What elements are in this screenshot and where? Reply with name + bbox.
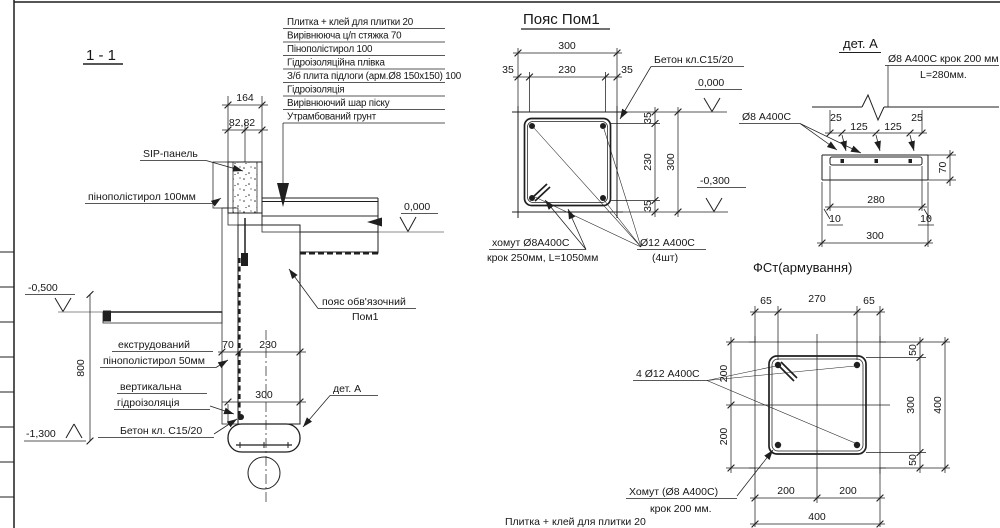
label-concrete-class: Бетон кл. С15/20: [120, 425, 202, 437]
dim-200-bottom-right: 200: [839, 485, 857, 497]
sip-width-dims: 164 82,82: [222, 92, 268, 162]
slab-layer: [299, 231, 379, 253]
layer-row: Утрамбований грунт: [287, 112, 377, 123]
dim-side-35-top: 35: [642, 112, 654, 124]
dim-400-right: 400: [932, 396, 944, 414]
label-tie-beam-line2: Пом1: [352, 311, 379, 323]
floor-insulation-layer: [261, 215, 379, 233]
section-callouts: SIP-панель пінополістирол 100мм екструдо…: [85, 148, 416, 438]
dim-25-right: 25: [911, 112, 923, 124]
dim-230: 230: [259, 339, 277, 351]
dim-82-82: 82,82: [229, 117, 255, 129]
anchor-bolt: [241, 253, 248, 266]
blind-area: [102, 310, 223, 324]
layers-pointer-arrow-icon: [277, 183, 289, 207]
dim-10-right: 10: [920, 213, 932, 225]
label-xps-line1: екструдований: [118, 339, 190, 351]
label-xps-line2: пінополістирол 50мм: [103, 355, 205, 367]
dim-50-top: 50: [907, 344, 919, 356]
dim-65-left: 65: [760, 295, 772, 307]
cut-callout-tile: Плитка + клей для плитки 20: [505, 516, 646, 528]
screed-layer: [261, 201, 379, 217]
label-vwp-line2: гідроізоляція: [117, 397, 179, 409]
dim-70: 70: [222, 339, 234, 351]
label-foam100: пінополістирол 100мм: [88, 191, 196, 203]
xps-insulation-strip: [221, 207, 239, 425]
dim-10-left: 10: [829, 213, 841, 225]
dim-side-230: 230: [642, 153, 654, 171]
floor-layers-list: Плитка + клей для плитки 20 Вирівнююча ц…: [277, 17, 462, 207]
dim-400-bottom: 400: [808, 511, 826, 523]
detail-a-label-bar: Ø8 А400С: [742, 111, 791, 123]
mesh-plate: [829, 156, 923, 166]
beam-section: Пояс Пом1 300 35 230 35: [487, 11, 746, 264]
level-marks: 0,000 -0,500 -1,300: [24, 201, 444, 442]
dim-70: 70: [937, 162, 949, 174]
beam-label-stirrup-line2: крок 250мм, L=1050мм: [487, 252, 598, 264]
dim-270: 270: [808, 293, 826, 305]
layer-row: Плитка + клей для плитки 20: [287, 17, 414, 28]
dim-230-top: 230: [558, 64, 576, 76]
dim-800: 800: [75, 359, 87, 377]
beam-label-bars-count: (4шт): [652, 252, 678, 264]
label-tie-beam-line1: пояс обв'язочний: [322, 296, 406, 308]
dim-top-300: 300: [558, 40, 576, 52]
dim-300: 300: [866, 230, 884, 242]
layer-row: Гідроізоляція: [287, 85, 344, 96]
footing: [227, 423, 301, 490]
beam-label-concrete: Бетон кл.С15/20: [654, 54, 733, 66]
dim-25-left: 25: [830, 112, 842, 124]
fst-label-stirrup-line1: Хомут (Ø8 А400С): [629, 486, 718, 498]
pile-circle: [247, 456, 281, 490]
layer-row: З/б плита підлоги (арм.Ø8 150х150) 100: [287, 71, 462, 82]
detail-a-title: дет. А: [843, 36, 878, 51]
wall-assembly: [212, 161, 301, 505]
layer-row: Пінополістирол 100: [287, 44, 373, 55]
section-1-1: 1 - 1 Плитка + клей для плитки 20 Вирівн…: [24, 17, 462, 505]
dim-50-bottom: 50: [907, 454, 919, 466]
layer-row: Вирівнююча ц/п стяжка 70: [287, 31, 402, 42]
level-minus-1300: -1,300: [26, 428, 56, 440]
foundation-dims: 70 230 300 800: [75, 290, 306, 445]
dim-164: 164: [236, 92, 254, 104]
beam-label-stirrup-line1: хомут Ø8А400С: [492, 237, 570, 249]
dim-200-left-bottom: 200: [718, 428, 730, 446]
fst-label-stirrup-line2: крок 200 мм.: [650, 503, 712, 515]
dim-35-right: 35: [621, 64, 633, 76]
fst-section: ФСт(армування) 65 270 65 200 200: [626, 260, 950, 528]
detail-a-label-bar-length: L=280мм.: [920, 69, 967, 81]
section-title: 1 - 1: [86, 47, 116, 64]
dim-65-right: 65: [863, 295, 875, 307]
dim-side-35-bottom: 35: [642, 200, 654, 212]
detail-a: дет. А Ø8 А400С крок 200 мм L=280мм. 25 …: [739, 36, 999, 247]
dim-300: 300: [255, 389, 273, 401]
level-minus-500: -0,500: [28, 282, 58, 294]
facade-insulation: [212, 161, 229, 209]
dim-125-left: 125: [850, 121, 868, 133]
dim-200-left-top: 200: [718, 365, 730, 383]
dim-125-right: 125: [884, 121, 902, 133]
detail-a-label-bar-spacing: Ø8 А400С крок 200 мм: [888, 53, 999, 65]
level-zero: 0,000: [404, 201, 430, 213]
label-sip-panel: SIP-панель: [143, 148, 198, 160]
beam-level-minus-300: -0,300: [700, 175, 730, 187]
dim-200-bottom-left: 200: [777, 485, 795, 497]
layer-row: Вирівнюючий шар піску: [287, 98, 390, 109]
layer-pointer-icon: [367, 217, 382, 227]
beam-level-zero: 0,000: [698, 77, 724, 89]
dim-300-right: 300: [905, 396, 917, 414]
fst-label-bars: 4 Ø12 А400С: [636, 368, 700, 380]
layer-row: Гідроізоляційна плівка: [287, 58, 385, 69]
dim-35-left: 35: [502, 64, 514, 76]
dim-side-300: 300: [665, 153, 677, 171]
fst-title: ФСт(армування): [753, 260, 852, 275]
beam-title: Пояс Пом1: [523, 11, 600, 28]
label-det-a-ref: дет. А: [333, 383, 361, 395]
beam-label-bars: Ø12 А400С: [640, 237, 695, 249]
dim-280: 280: [867, 194, 885, 206]
floor-assembly: [261, 197, 382, 255]
label-vwp-line1: вертикальна: [120, 381, 182, 393]
